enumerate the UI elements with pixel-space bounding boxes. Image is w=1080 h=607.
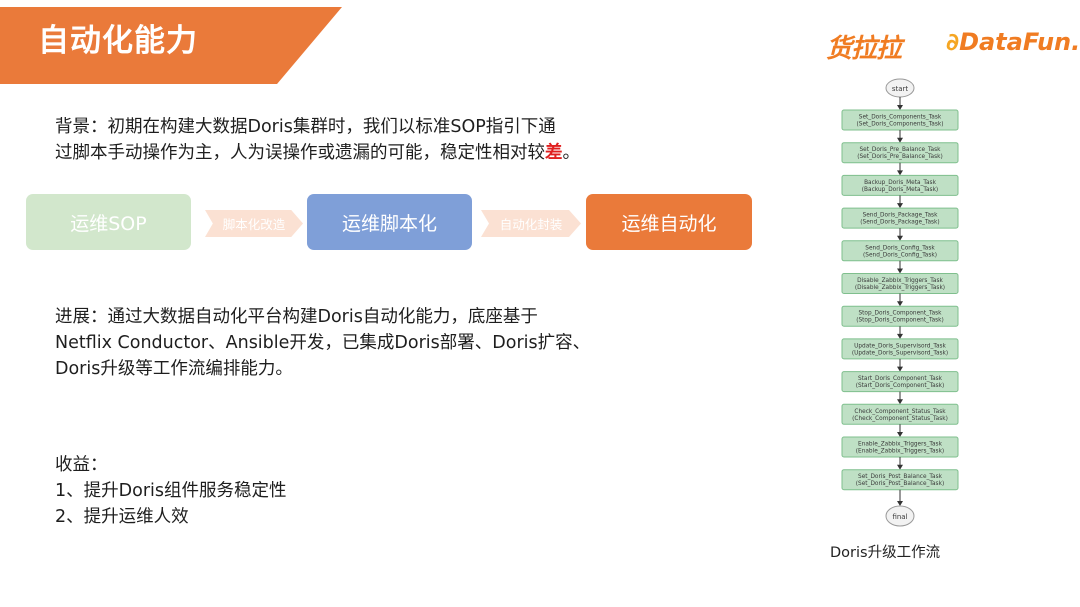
arrowhead-icon [897,105,903,110]
benefit-item-1: 1、提升Doris组件服务稳定性 [55,481,287,501]
arrowhead-icon [897,203,903,209]
arrowhead-icon [897,399,903,405]
task-ref: (Set_Doris_Components_Task) [857,122,944,128]
task-name: Send_Doris_Package_Task [863,213,939,219]
arrowhead-icon [897,137,903,143]
background-line-1: 背景：初期在构建大数据Doris集群时，我们以标准SOP指引下通 [55,117,556,137]
flow-arrow-automation: 自动化封装 [481,210,581,237]
task-name: Stop_Doris_Component_Task [858,311,942,317]
task-ref: (Disable_Zabbix_Triggers_Task) [855,285,945,291]
task-name: Update_Doris_Supervisord_Task [854,343,946,349]
flow-step-script: 运维脚本化 [307,194,472,250]
arrowhead-icon [897,432,903,437]
benefit-item-2: 2、提升运维人效 [55,507,189,527]
task-name: Set_Doris_Post_Balance_Task [858,474,943,480]
task-name: Set_Doris_Pre_Balance_Task [860,147,942,153]
task-name: Disable_Zabbix_Triggers_Task [857,278,943,284]
task-ref: (Send_Doris_Config_Task) [863,252,937,258]
task-ref: (Update_Doris_Supervisord_Task) [852,350,948,356]
progress-paragraph: 进展：通过大数据自动化平台构建Doris自动化能力，底座基于 Netflix C… [55,304,590,382]
flow-arrow-scripting: 脚本化改造 [205,210,303,237]
huolala-logo: 货拉拉 [826,34,902,64]
benefits-list: 收益： 1、提升Doris组件服务稳定性 2、提升运维人效 [55,452,287,530]
task-name: Enable_Zabbix_Triggers_Task [858,442,943,448]
datafun-logo: ∂DataFun. [946,28,1080,56]
task-ref: (Start_Doris_Component_Task) [856,383,945,389]
benefits-heading: 收益： [55,455,108,475]
task-name: Check_Component_Status_Task [854,409,946,415]
arrowhead-icon [897,268,903,274]
task-name: Start_Doris_Component_Task [858,376,943,382]
title-banner [0,7,342,84]
task-ref: (Backup_Doris_Meta_Task) [862,187,938,193]
arrowhead-icon [897,235,903,241]
task-ref: (Set_Doris_Pre_Balance_Task) [857,154,943,160]
arrowhead-icon [897,333,903,339]
flow-step-automation: 运维自动化 [586,194,752,250]
task-ref: (Enable_Zabbix_Triggers_Task) [856,449,944,455]
background-paragraph: 背景：初期在构建大数据Doris集群时，我们以标准SOP指引下通 过脚本手动操作… [55,114,580,166]
progress-line-1: 进展：通过大数据自动化平台构建Doris自动化能力，底座基于 [55,307,538,327]
arrowhead-icon [897,170,903,176]
task-ref: (Send_Doris_Package_Task) [860,220,939,226]
task-node [841,240,959,262]
workflow-caption: Doris升级工作流 [830,545,941,561]
progress-line-2: Netflix Conductor、Ansible开发，已集成Doris部署、D… [55,333,591,353]
arrowhead-icon [897,301,903,307]
background-line-2: 过脚本手动操作为主，人为误操作或遗漏的可能，稳定性相对较差。 [55,143,580,163]
task-name: Send_Doris_Config_Task [865,245,935,251]
page-title: 自动化能力 [38,23,198,59]
arrowhead-icon [897,464,903,470]
end-label: final [892,513,907,521]
flow-step-sop: 运维SOP [26,194,191,250]
arrowhead-icon [897,366,903,372]
task-ref: (Check_Component_Status_Task) [852,416,948,422]
task-name: Set_Doris_Components_Task [859,115,942,121]
arrowhead-icon [897,501,903,506]
progress-line-3: Doris升级等工作流编排能力。 [55,359,293,379]
end-node [885,505,915,527]
task-name: Backup_Doris_Meta_Task [864,180,937,186]
highlight-text: 差 [545,143,563,163]
task-ref: (Set_Doris_Post_Balance_Task) [856,481,944,487]
task-ref: (Stop_Doris_Component_Task) [856,318,944,324]
start-label: start [892,85,909,93]
